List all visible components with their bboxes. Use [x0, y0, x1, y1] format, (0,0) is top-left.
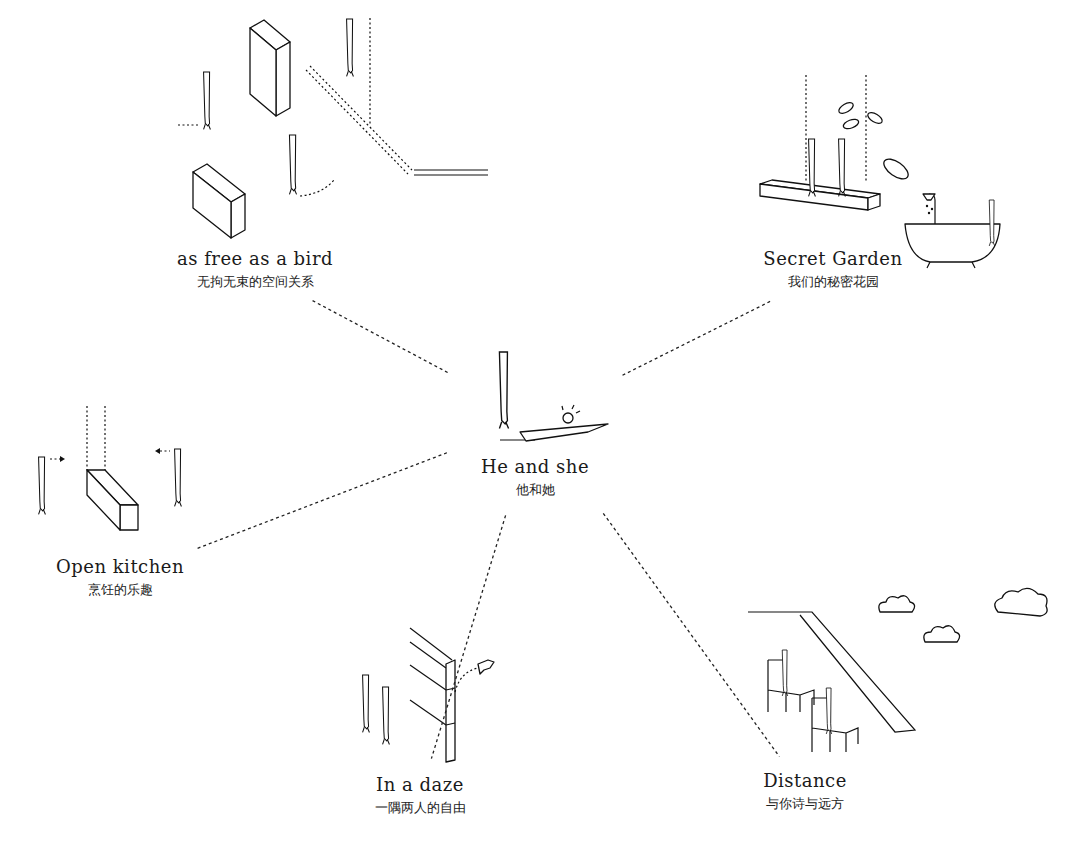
node-title: Open kitchen [56, 556, 184, 578]
diagram-node: Open kitchen烹饪的乐趣 [48, 554, 193, 602]
diagram-node: Distance与你诗与远方 [755, 768, 855, 816]
diagram-node: Secret Garden我们的秘密花园 [755, 246, 911, 294]
node-subtitle: 烹饪的乐趣 [88, 580, 153, 600]
node-title: He and she [481, 456, 589, 478]
secret-garden-illustration [760, 75, 1000, 268]
dashed-connector [431, 515, 505, 758]
dashed-connector [623, 300, 773, 375]
free-bird-illustration [178, 18, 488, 238]
he-and-she-illustration [499, 352, 608, 441]
diagram-node: as free as a bird无拘无束的空间关系 [169, 246, 342, 294]
node-title: Secret Garden [763, 248, 902, 270]
diagram-node: He and she他和她 [460, 336, 610, 502]
open-kitchen-illustration [39, 406, 182, 530]
node-subtitle: 他和她 [516, 480, 555, 500]
chair [812, 688, 858, 752]
dashed-connector [196, 453, 447, 549]
node-subtitle: 一隅两人的自由 [375, 798, 466, 818]
distance-illustration [748, 588, 1047, 752]
node-subtitle: 我们的秘密花园 [788, 272, 879, 292]
node-title: In a daze [376, 774, 464, 796]
chair [768, 650, 814, 712]
in-a-daze-illustration [363, 628, 494, 762]
dashed-connector [603, 513, 779, 756]
dashed-connector [312, 301, 447, 373]
node-title: Distance [763, 770, 847, 792]
diagram-node: In a daze一隅两人的自由 [367, 772, 474, 820]
node-title: as free as a bird [177, 248, 333, 270]
node-subtitle: 与你诗与远方 [766, 794, 844, 814]
node-subtitle: 无拘无束的空间关系 [197, 272, 314, 292]
